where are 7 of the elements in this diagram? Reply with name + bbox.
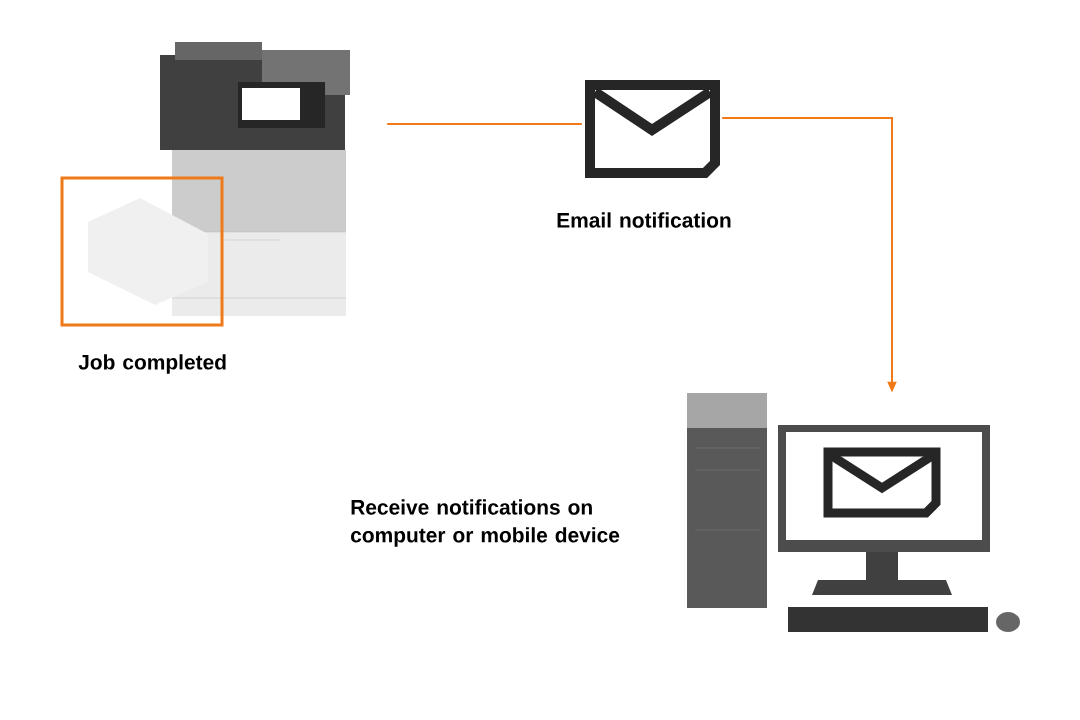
printer-drawing	[160, 42, 350, 316]
node-label: Email notification	[557, 212, 731, 228]
node-label: Receive notifications on computer or mobile device	[351, 499, 620, 547]
envelope-icon	[585, 80, 720, 178]
node-label: Job completed	[78, 354, 226, 374]
computer-drawing	[687, 393, 1020, 632]
connector-line	[386, 123, 583, 125]
